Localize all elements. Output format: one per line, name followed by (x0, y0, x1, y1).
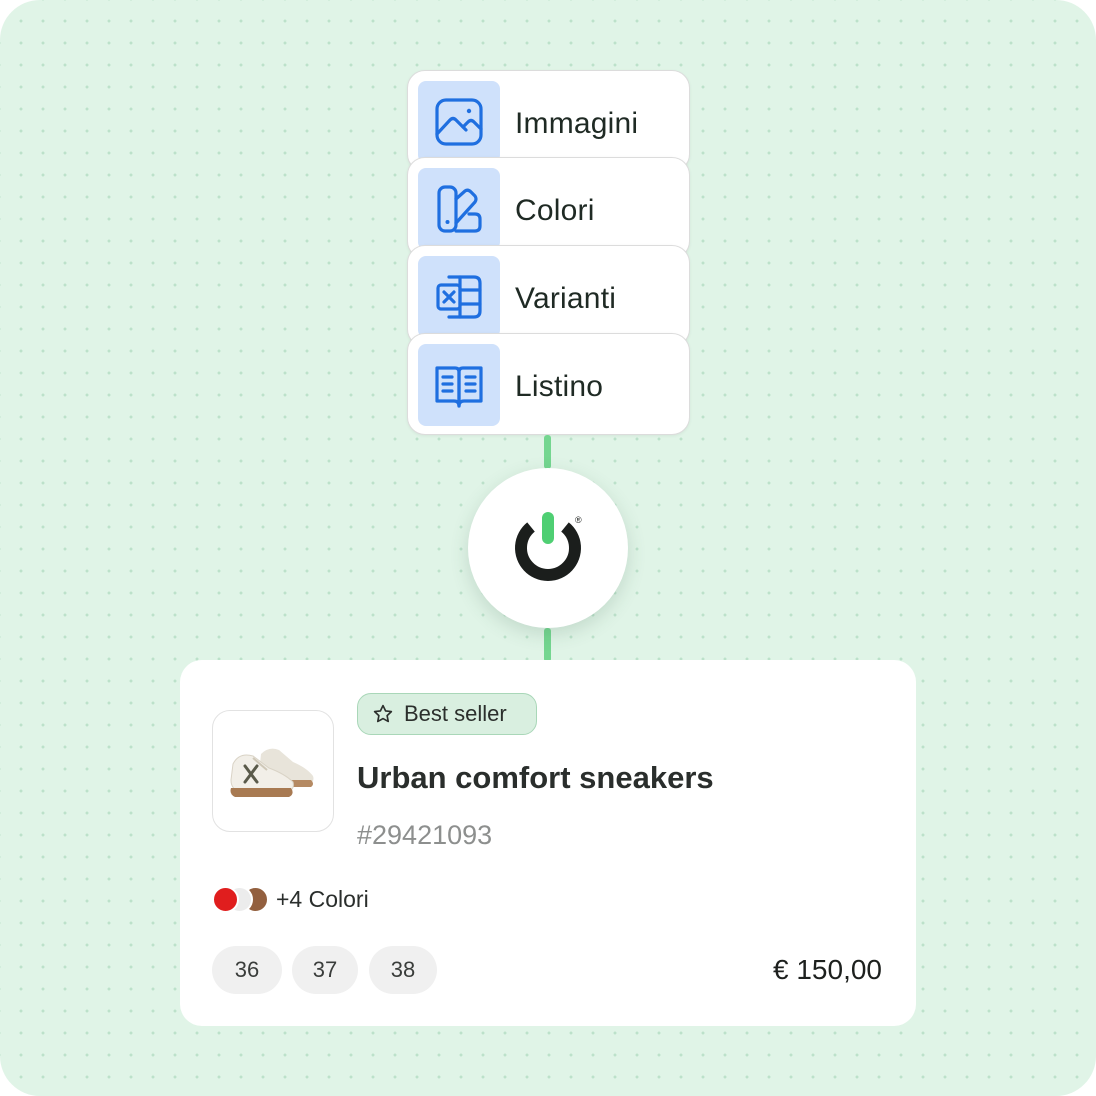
swatch-red (212, 886, 239, 913)
card-varianti[interactable]: Varianti (407, 245, 690, 347)
power-logo-icon: ® (515, 512, 582, 581)
book-icon-tile (418, 344, 500, 426)
card-colori[interactable]: Colori (407, 157, 690, 259)
product-card[interactable]: Best seller Urban comfort sneakers #2942… (180, 660, 916, 1026)
best-seller-badge: Best seller (357, 693, 537, 735)
card-label-colori: Colori (515, 194, 595, 227)
product-title: Urban comfort sneakers (357, 760, 714, 795)
more-colors-label[interactable]: +4 Colori (276, 886, 369, 912)
size-chip[interactable]: 38 (369, 946, 437, 994)
product-price: € 150,00 (773, 954, 882, 985)
registered-mark: ® (575, 515, 582, 525)
badge-label: Best seller (404, 701, 507, 726)
swatch-icon (437, 185, 482, 233)
card-immagini[interactable]: Immagini (407, 70, 690, 172)
image-icon-tile (418, 81, 500, 163)
card-label-listino: Listino (515, 370, 604, 403)
color-swatches[interactable] (212, 886, 272, 913)
connector-bottom (544, 628, 551, 662)
card-label-immagini: Immagini (515, 107, 639, 140)
star-icon (373, 704, 393, 723)
product-sku: #29421093 (357, 820, 493, 850)
size-chip[interactable]: 36 (212, 946, 282, 994)
product-thumbnail (212, 710, 334, 832)
book-icon (435, 366, 483, 408)
image-icon (435, 98, 483, 146)
sneaker-image (230, 748, 314, 797)
spreadsheet-icon (436, 275, 482, 319)
spreadsheet-icon-tile (418, 256, 500, 338)
card-label-varianti: Varianti (515, 282, 617, 315)
size-chip[interactable]: 37 (292, 946, 358, 994)
connector-top (544, 435, 551, 469)
swatch-icon-tile (418, 168, 500, 250)
card-listino[interactable]: Listino (407, 333, 690, 435)
logo-badge: ® (468, 468, 628, 628)
